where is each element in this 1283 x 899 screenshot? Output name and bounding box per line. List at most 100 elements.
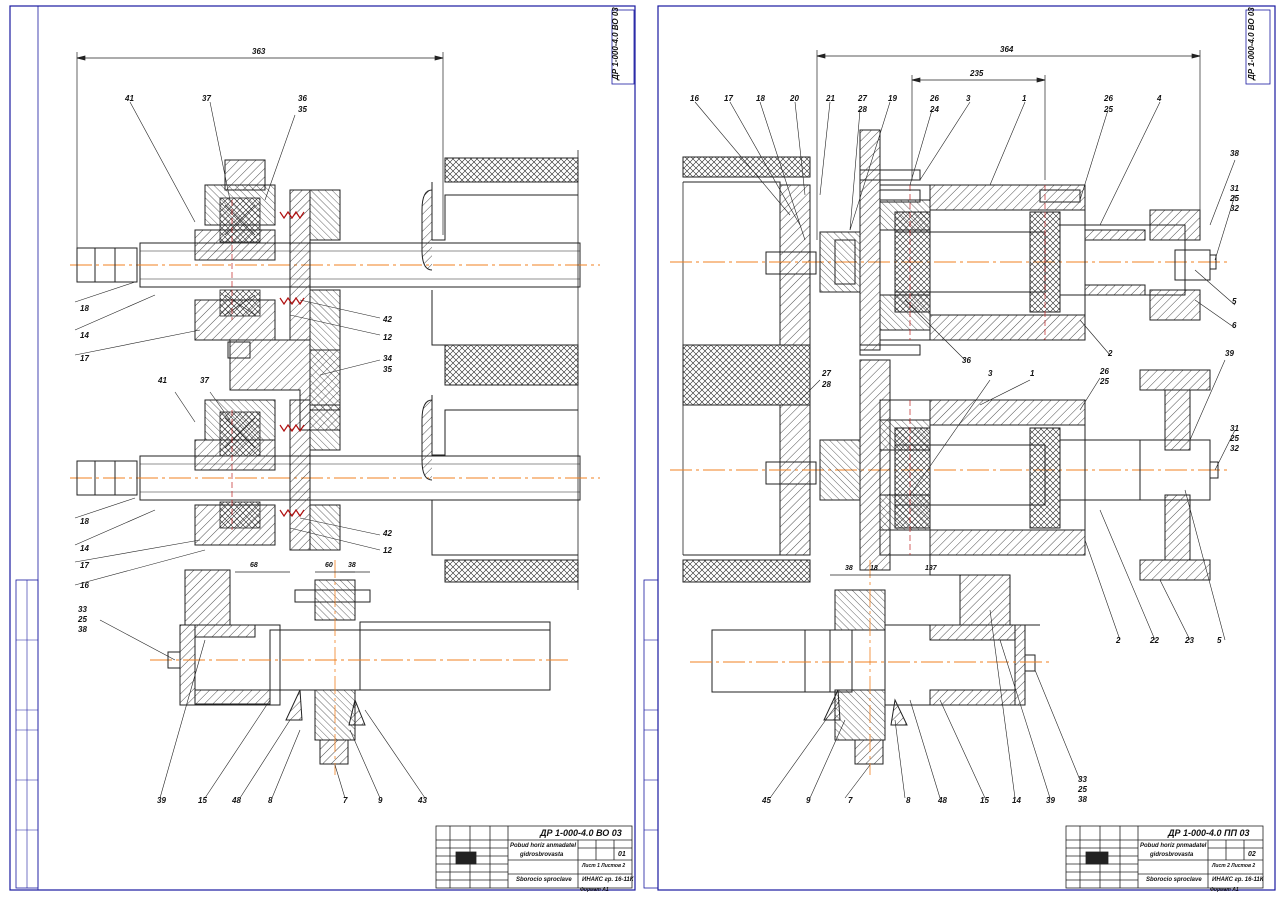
ref-label: 36 <box>962 356 971 365</box>
roll-drum-2 <box>682 156 811 583</box>
ref-label: 15 <box>980 796 989 805</box>
sheet-2-dim-lower-c: 137 <box>925 565 937 572</box>
upper-assembly-2 <box>670 129 1230 356</box>
ref-label: 7 <box>848 796 853 805</box>
ref-label: 23 <box>1185 636 1194 645</box>
ref-label: 16 <box>690 94 699 103</box>
sheet-2-sheet-label: Лист 2 Листов 2 <box>1212 863 1256 869</box>
ref-label: 6 <box>1232 321 1237 330</box>
roll-drum-lower-1 <box>421 395 579 583</box>
sheet-1-org: ИНАКС гр. 16-11К <box>582 877 634 883</box>
ref-label: 33 <box>1078 775 1087 784</box>
ref-label: 17 <box>80 561 89 570</box>
ref-label: 25 <box>78 615 87 624</box>
sheet-1-doc-code: ДР 1-000-4.0 ВО 03 <box>540 828 622 838</box>
ref-label: 28 <box>858 105 867 114</box>
upper-shaft-assembly-1 <box>70 159 600 431</box>
ref-label: 14 <box>80 544 89 553</box>
bottom-gear-unit-1 <box>150 560 570 775</box>
ref-label: 25 <box>1230 194 1239 203</box>
ref-label: 2 <box>1116 636 1121 645</box>
ref-label: 7 <box>343 796 348 805</box>
sheet-2-title-line3: Sborocio sproclave <box>1146 877 1202 883</box>
ref-label: 5 <box>1232 297 1237 306</box>
sheet-1-corner-stamp <box>611 9 635 85</box>
sheet-1-dim-lower-c: 38 <box>348 562 356 569</box>
ref-label: 32 <box>1230 444 1239 453</box>
ref-label: 26 <box>1100 367 1109 376</box>
ref-label: 17 <box>80 354 89 363</box>
ref-label: 34 <box>383 354 392 363</box>
ref-label: 27 <box>822 369 831 378</box>
ref-label: 18 <box>80 304 89 313</box>
sheet-1-title-line3: Sborocio sproclave <box>516 877 572 883</box>
ref-label: 38 <box>78 625 87 634</box>
ref-label: 3 <box>988 369 993 378</box>
sheet-1-title-line1: Pobud horiz anmadatel <box>510 843 577 849</box>
ref-label: 36 <box>298 94 307 103</box>
ref-label: 32 <box>1230 204 1239 213</box>
title-block-2 <box>1065 825 1264 889</box>
ref-label: 9 <box>378 796 383 805</box>
ref-label: 25 <box>1104 105 1113 114</box>
ref-label: 27 <box>858 94 867 103</box>
ref-label: 18 <box>756 94 765 103</box>
ref-label: 14 <box>80 331 89 340</box>
sheet-1-sheet-num: 01 <box>618 851 626 858</box>
leader-lines-2 <box>694 101 1236 799</box>
bottom-gear-unit-2 <box>690 560 1050 775</box>
ref-label: 21 <box>826 94 835 103</box>
sheet-2-corner-stamp <box>1245 9 1271 85</box>
ref-label: 33 <box>78 605 87 614</box>
sheet-1-side-label: ДР 1-000-4.0 ВО 03 <box>611 7 620 80</box>
sheet-1-dim-lower-a: 68 <box>250 562 258 569</box>
ref-label: 25 <box>1100 377 1109 386</box>
ref-label: 35 <box>298 105 307 114</box>
ref-label: 41 <box>125 94 134 103</box>
ref-label: 4 <box>1157 94 1162 103</box>
ref-label: 37 <box>200 376 209 385</box>
roll-drum-upper-1 <box>421 150 579 590</box>
sheet-2-title-line2: gidrosbrovasta <box>1150 852 1194 858</box>
ref-label: 9 <box>806 796 811 805</box>
sheet-2-side-strip <box>643 579 659 889</box>
sheet-2-sheet-num: 02 <box>1248 851 1256 858</box>
ref-label: 37 <box>202 94 211 103</box>
ref-label: 8 <box>906 796 911 805</box>
ref-label: 43 <box>418 796 427 805</box>
ref-label: 1 <box>1022 94 1027 103</box>
ref-label: 15 <box>198 796 207 805</box>
sheet-2-org: ИНАКС гр. 16-11К <box>1212 877 1264 883</box>
ref-label: 1 <box>1030 369 1035 378</box>
ref-label: 38 <box>1078 795 1087 804</box>
ref-label: 39 <box>157 796 166 805</box>
ref-label: 3 <box>966 94 971 103</box>
sheet-2-dim-overall: 364 <box>1000 45 1014 54</box>
ref-label: 12 <box>383 333 392 342</box>
ref-label: 17 <box>724 94 733 103</box>
sheet-2-dim-inner: 235 <box>970 69 984 78</box>
lower-assembly-2 <box>670 359 1230 626</box>
dimension-overall-2 <box>816 50 1201 240</box>
ref-label: 48 <box>938 796 947 805</box>
sheet-1-dim-overall: 363 <box>252 47 266 56</box>
ref-label: 25 <box>1230 434 1239 443</box>
ref-label: 14 <box>1012 796 1021 805</box>
sheet-2 <box>643 5 1276 891</box>
ref-label: 2 <box>1108 349 1113 358</box>
lower-shaft-assembly-1 <box>70 399 600 551</box>
ref-label: 18 <box>80 517 89 526</box>
ref-label: 45 <box>762 796 771 805</box>
sheet-2-doc-code: ДР 1-000-4.0 ПП 03 <box>1168 828 1250 838</box>
ref-label: 35 <box>383 365 392 374</box>
leader-lines-1 <box>74 101 426 799</box>
sheet-1 <box>9 5 636 891</box>
sheet-2-title-line1: Pobud horiz pnmadatel <box>1140 843 1207 849</box>
sheet-2-format: Формат A1 <box>1210 887 1239 893</box>
ref-label: 48 <box>232 796 241 805</box>
ref-label: 26 <box>1104 94 1113 103</box>
sheet-1-format: Формат A1 <box>580 887 609 893</box>
sheet-2-dim-lower-a: 38 <box>845 565 853 572</box>
ref-label: 22 <box>1150 636 1159 645</box>
